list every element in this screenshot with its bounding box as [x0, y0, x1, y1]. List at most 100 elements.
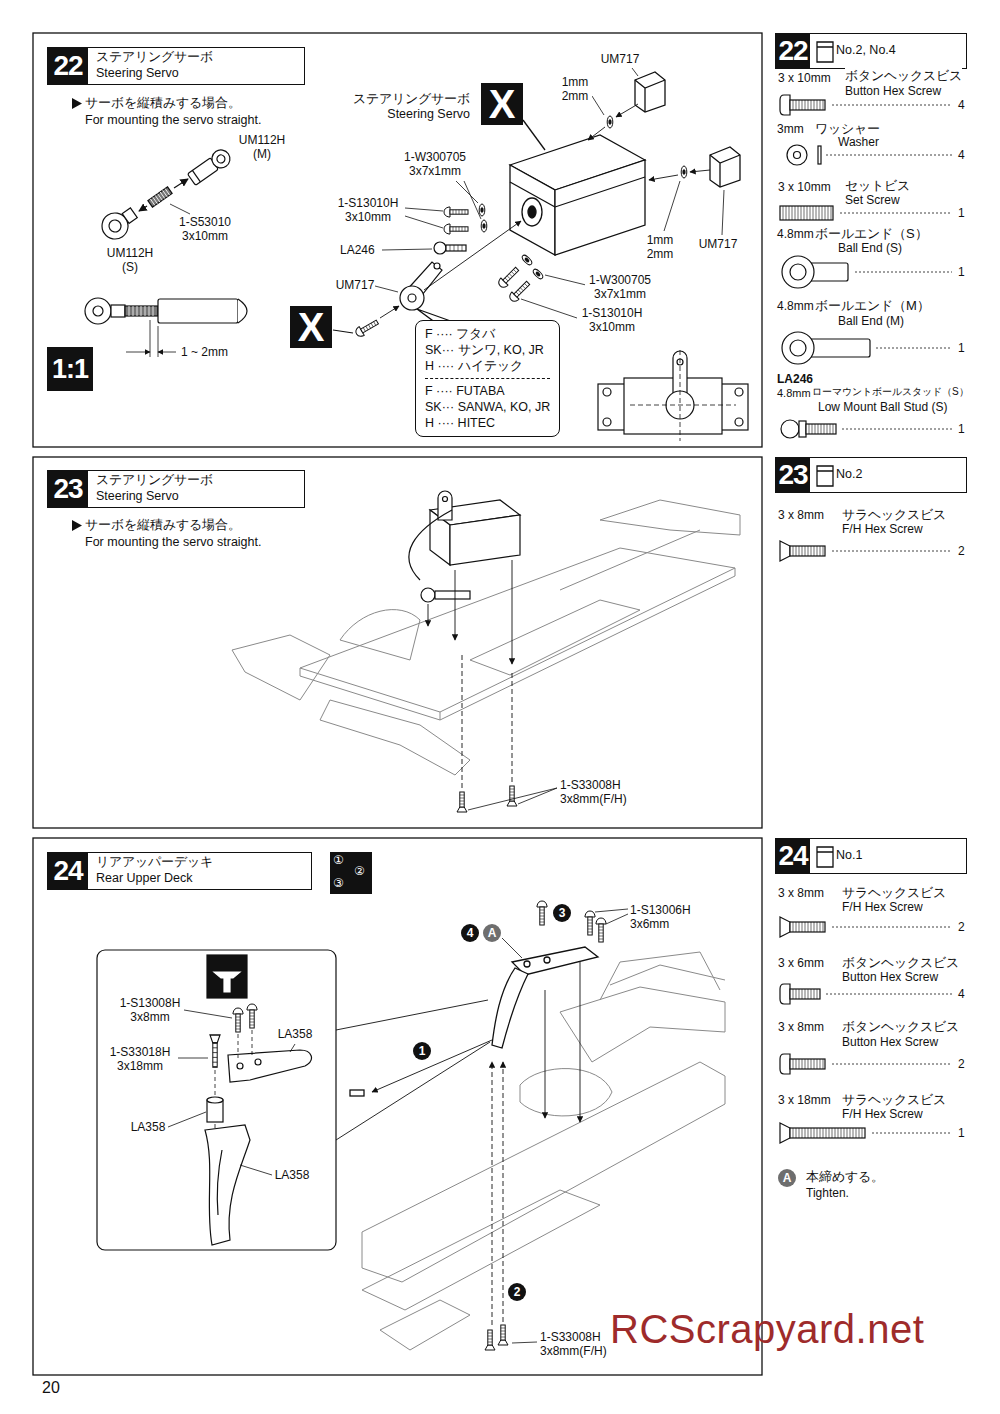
part-name: ローマウントボールスタッド（S） [812, 386, 969, 398]
dimension-label: 1mm 2mm [558, 75, 592, 104]
steering-servo [545, 275, 586, 285]
marker-letter: X [489, 84, 516, 124]
detail-inset [97, 950, 336, 1250]
part-name: ボタンヘックスビス [845, 68, 962, 84]
part-icon [780, 1123, 865, 1143]
ball-end-assembly [192, 170, 200, 181]
quantity: 1 [958, 265, 965, 279]
steering-servo [444, 207, 468, 217]
servo-horn [380, 306, 399, 318]
chassis-outline [380, 1300, 470, 1350]
part-icon [790, 989, 820, 999]
steering-servo [635, 80, 665, 112]
detail-inset [215, 1124, 216, 1130]
ball-end-assembly [215, 153, 226, 164]
ball-end-assembly [158, 352, 176, 353]
rear-upper-deck [537, 901, 547, 925]
chassis-outline [520, 1069, 612, 1116]
steering-servo [592, 96, 604, 115]
part-label: LA358 [275, 1168, 310, 1182]
chassis-outline [560, 987, 725, 1062]
steering-servo [710, 147, 740, 187]
detail-inset [237, 1063, 243, 1069]
rear-upper-deck [580, 962, 581, 1122]
bag-icon [817, 42, 833, 62]
steering-servo [649, 175, 678, 180]
order-icon: ①②③ [330, 852, 372, 894]
instruction-text: サーボを縦積みする場合。 [85, 518, 241, 533]
panel-frame [33, 838, 762, 1375]
detail-inset [210, 1035, 220, 1067]
part-icon [787, 145, 807, 165]
part-label: UM717 [601, 52, 640, 66]
scale-text: 1:1 [52, 356, 88, 383]
part-icon [876, 348, 952, 349]
part-name: Low Mount Ball Stud (S) [818, 400, 947, 414]
part-label: 1-S53010 3x10mm [174, 215, 236, 244]
chassis-outline [610, 965, 725, 985]
part-name: ボールエンド（S） [815, 226, 928, 242]
page-number: 20 [42, 1378, 60, 1397]
servo-horn [434, 242, 446, 254]
ball-end-assembly [139, 206, 147, 211]
part-icon [781, 420, 836, 438]
part-label: UM112H (M) [235, 133, 290, 162]
part-icon [790, 546, 825, 556]
part-label: 1-S13010H 3x10mm [333, 196, 403, 225]
servo-install [512, 560, 513, 664]
part-name: F/H Hex Screw [842, 900, 923, 914]
steering-servo [635, 72, 665, 112]
step-header: 23ステアリングサーボ Steering Servo [47, 470, 305, 508]
rear-upper-deck [336, 1042, 490, 1140]
callout-letter: A [483, 924, 501, 942]
order-number: ② [354, 865, 365, 877]
part-name: F/H Hex Screw [842, 1107, 923, 1121]
steering-servo [722, 190, 724, 235]
steering-servo [632, 68, 638, 76]
servo-install [450, 515, 520, 565]
servo-horn [382, 249, 432, 250]
part-icon [806, 424, 836, 434]
chassis-outline [560, 530, 700, 590]
step-number: 24 [48, 853, 88, 889]
dimension-label: 1 ~ 2mm [181, 345, 228, 359]
brand-line: F ···· フタバ [425, 326, 550, 342]
rear-upper-deck [502, 938, 522, 958]
part-label: 1-S33018H 3x18mm [104, 1045, 176, 1074]
part-icon [790, 922, 825, 932]
part-name: サラヘックスビス [842, 507, 946, 523]
detail-inset [205, 1125, 250, 1245]
bag-icon [817, 847, 833, 867]
servo-mount-view [630, 405, 736, 406]
part-size: 4.8mm [777, 299, 814, 313]
rear-upper-deck [545, 990, 546, 1118]
steering-servo [616, 104, 638, 117]
ball-end-assembly [126, 352, 150, 353]
steering-servo [528, 206, 536, 218]
servo-install [428, 604, 429, 626]
servo-install [455, 570, 456, 640]
quantity: 1 [958, 1126, 965, 1140]
part-icon [832, 551, 952, 552]
steering-servo [532, 268, 544, 280]
marker-letter: X [298, 307, 325, 347]
part-icon [826, 994, 952, 995]
part-icon [840, 213, 952, 214]
ball-end-assembly [174, 179, 188, 188]
detail-inset [255, 1059, 261, 1065]
steering-servo [508, 279, 532, 303]
rear-upper-deck [492, 1062, 493, 1325]
part-name: ボタンヘックスビス [842, 1019, 959, 1035]
ball-end-assembly [238, 299, 247, 323]
instruction-text: サーボを縦積みする場合。 [85, 96, 241, 111]
servo-horn [354, 318, 380, 339]
part-name: Button Hex Screw [842, 970, 938, 984]
part-name: F/H Hex Screw [842, 522, 923, 536]
rear-upper-deck [492, 968, 528, 1048]
instruction-text: For mounting the servo straight. [85, 113, 261, 128]
part-icon [780, 95, 825, 115]
part-size: 3 x 8mm [778, 1020, 824, 1034]
part-name: サラヘックスビス [842, 1092, 946, 1108]
rear-upper-deck [336, 1000, 488, 1030]
